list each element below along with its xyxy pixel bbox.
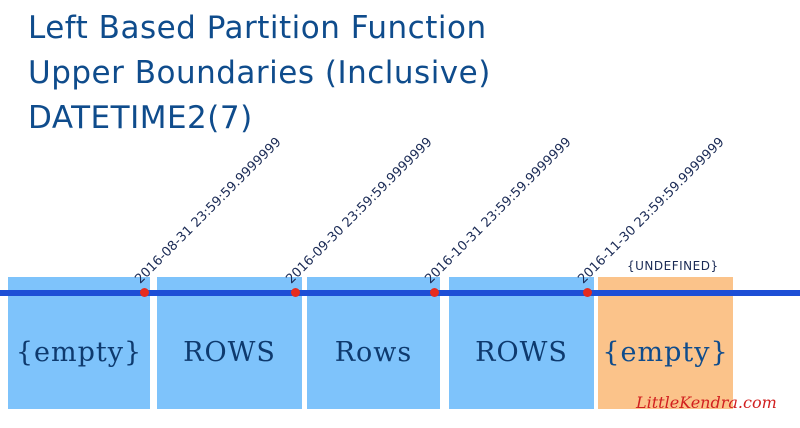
partition-label-5: {empty} <box>602 336 729 368</box>
boundary-dot-3 <box>430 288 439 297</box>
title-line-2: Upper Boundaries (Inclusive) <box>28 55 491 91</box>
partition-label-1: {empty} <box>15 336 143 368</box>
title-line-1: Left Based Partition Function <box>28 10 487 46</box>
partition-box-undefined: {empty} <box>598 277 733 409</box>
boundary-label-3: 2016-10-31 23:59:59.9999999 <box>422 134 575 287</box>
partition-label-3: Rows <box>334 336 413 368</box>
partition-timeline <box>0 290 800 296</box>
partition-label-4: ROWS <box>475 336 568 368</box>
undefined-label: {UNDEFINED} <box>627 259 719 273</box>
partition-box-3: Rows <box>307 277 440 409</box>
title-line-3: DATETIME2(7) <box>28 100 253 136</box>
boundary-dot-1 <box>140 288 149 297</box>
partition-label-2: ROWS <box>183 336 276 368</box>
partition-box-4: ROWS <box>449 277 594 409</box>
boundary-label-1: 2016-08-31 23:59:59.9999999 <box>132 134 285 287</box>
boundary-label-2: 2016-09-30 23:59:59.9999999 <box>283 134 436 287</box>
partition-box-2: ROWS <box>157 277 302 409</box>
boundary-dot-4 <box>583 288 592 297</box>
signature: LittleKendra.com <box>636 393 777 412</box>
boundary-dot-2 <box>291 288 300 297</box>
partition-box-1: {empty} <box>8 277 150 409</box>
